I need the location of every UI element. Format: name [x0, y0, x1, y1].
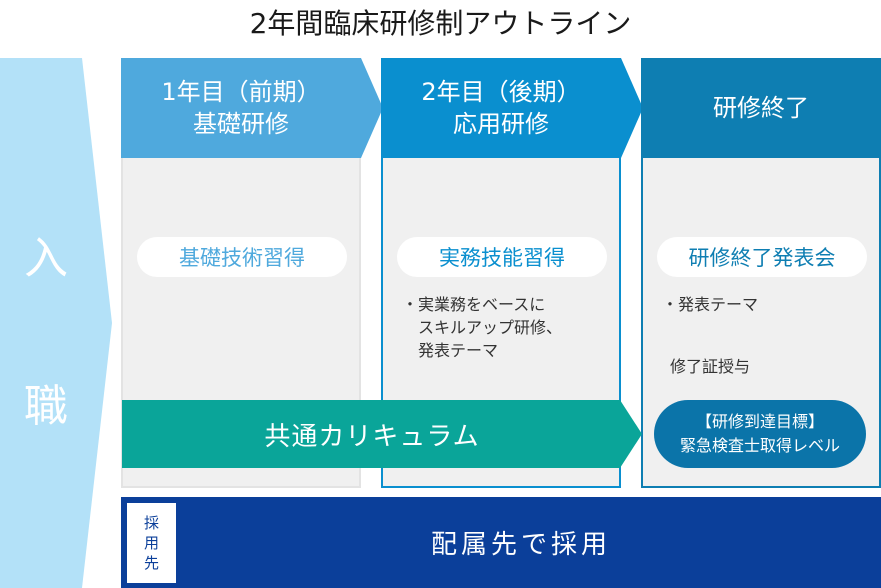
phase-3-skill-pill: 研修終了発表会	[657, 237, 867, 277]
entry-arrow	[0, 58, 112, 588]
common-curriculum-arrow	[122, 400, 642, 468]
entry-char-1: 入	[24, 233, 68, 284]
training-target-title: 【研修到達目標】	[695, 412, 824, 431]
phase-3-bullet: ・発表テーマ	[662, 295, 759, 314]
training-target-level: 緊急検査士取得レベル	[679, 436, 840, 455]
hiring-box-char: 先	[143, 554, 159, 572]
phase-1-skill-pill: 基礎技術習得	[137, 237, 347, 277]
hiring-box-char: 採	[143, 514, 159, 532]
phase-3-header: 研修終了	[713, 93, 809, 122]
phase-3-header-shape	[641, 58, 881, 158]
page-title: 2年間臨床研修制アウトライン	[249, 7, 632, 40]
entry-char-2: 職	[24, 381, 68, 432]
phase-1-header: 1年目（前期） 基礎研修	[161, 77, 321, 138]
hiring-bar	[121, 497, 881, 588]
phase-1-header-shape	[121, 58, 383, 158]
phase-2-bullet: ・実業務をベースに スキルアップ研修、 発表テーマ	[402, 295, 563, 360]
training-target-badge: 【研修到達目標】 緊急検査士取得レベル	[654, 400, 866, 468]
common-curriculum-label: 共通カリキュラム	[264, 421, 480, 452]
hiring-label: 配属先で採用	[430, 530, 611, 560]
phase-2-skill-pill: 実務技能習得	[397, 237, 607, 277]
phase-2-header: 2年目（後期） 応用研修	[421, 77, 581, 138]
phase-3-note: 修了証授与	[670, 357, 751, 376]
hiring-box: 採 用 先	[127, 503, 176, 583]
hiring-box-char: 用	[143, 534, 159, 552]
phase-2-header-shape	[381, 58, 643, 158]
